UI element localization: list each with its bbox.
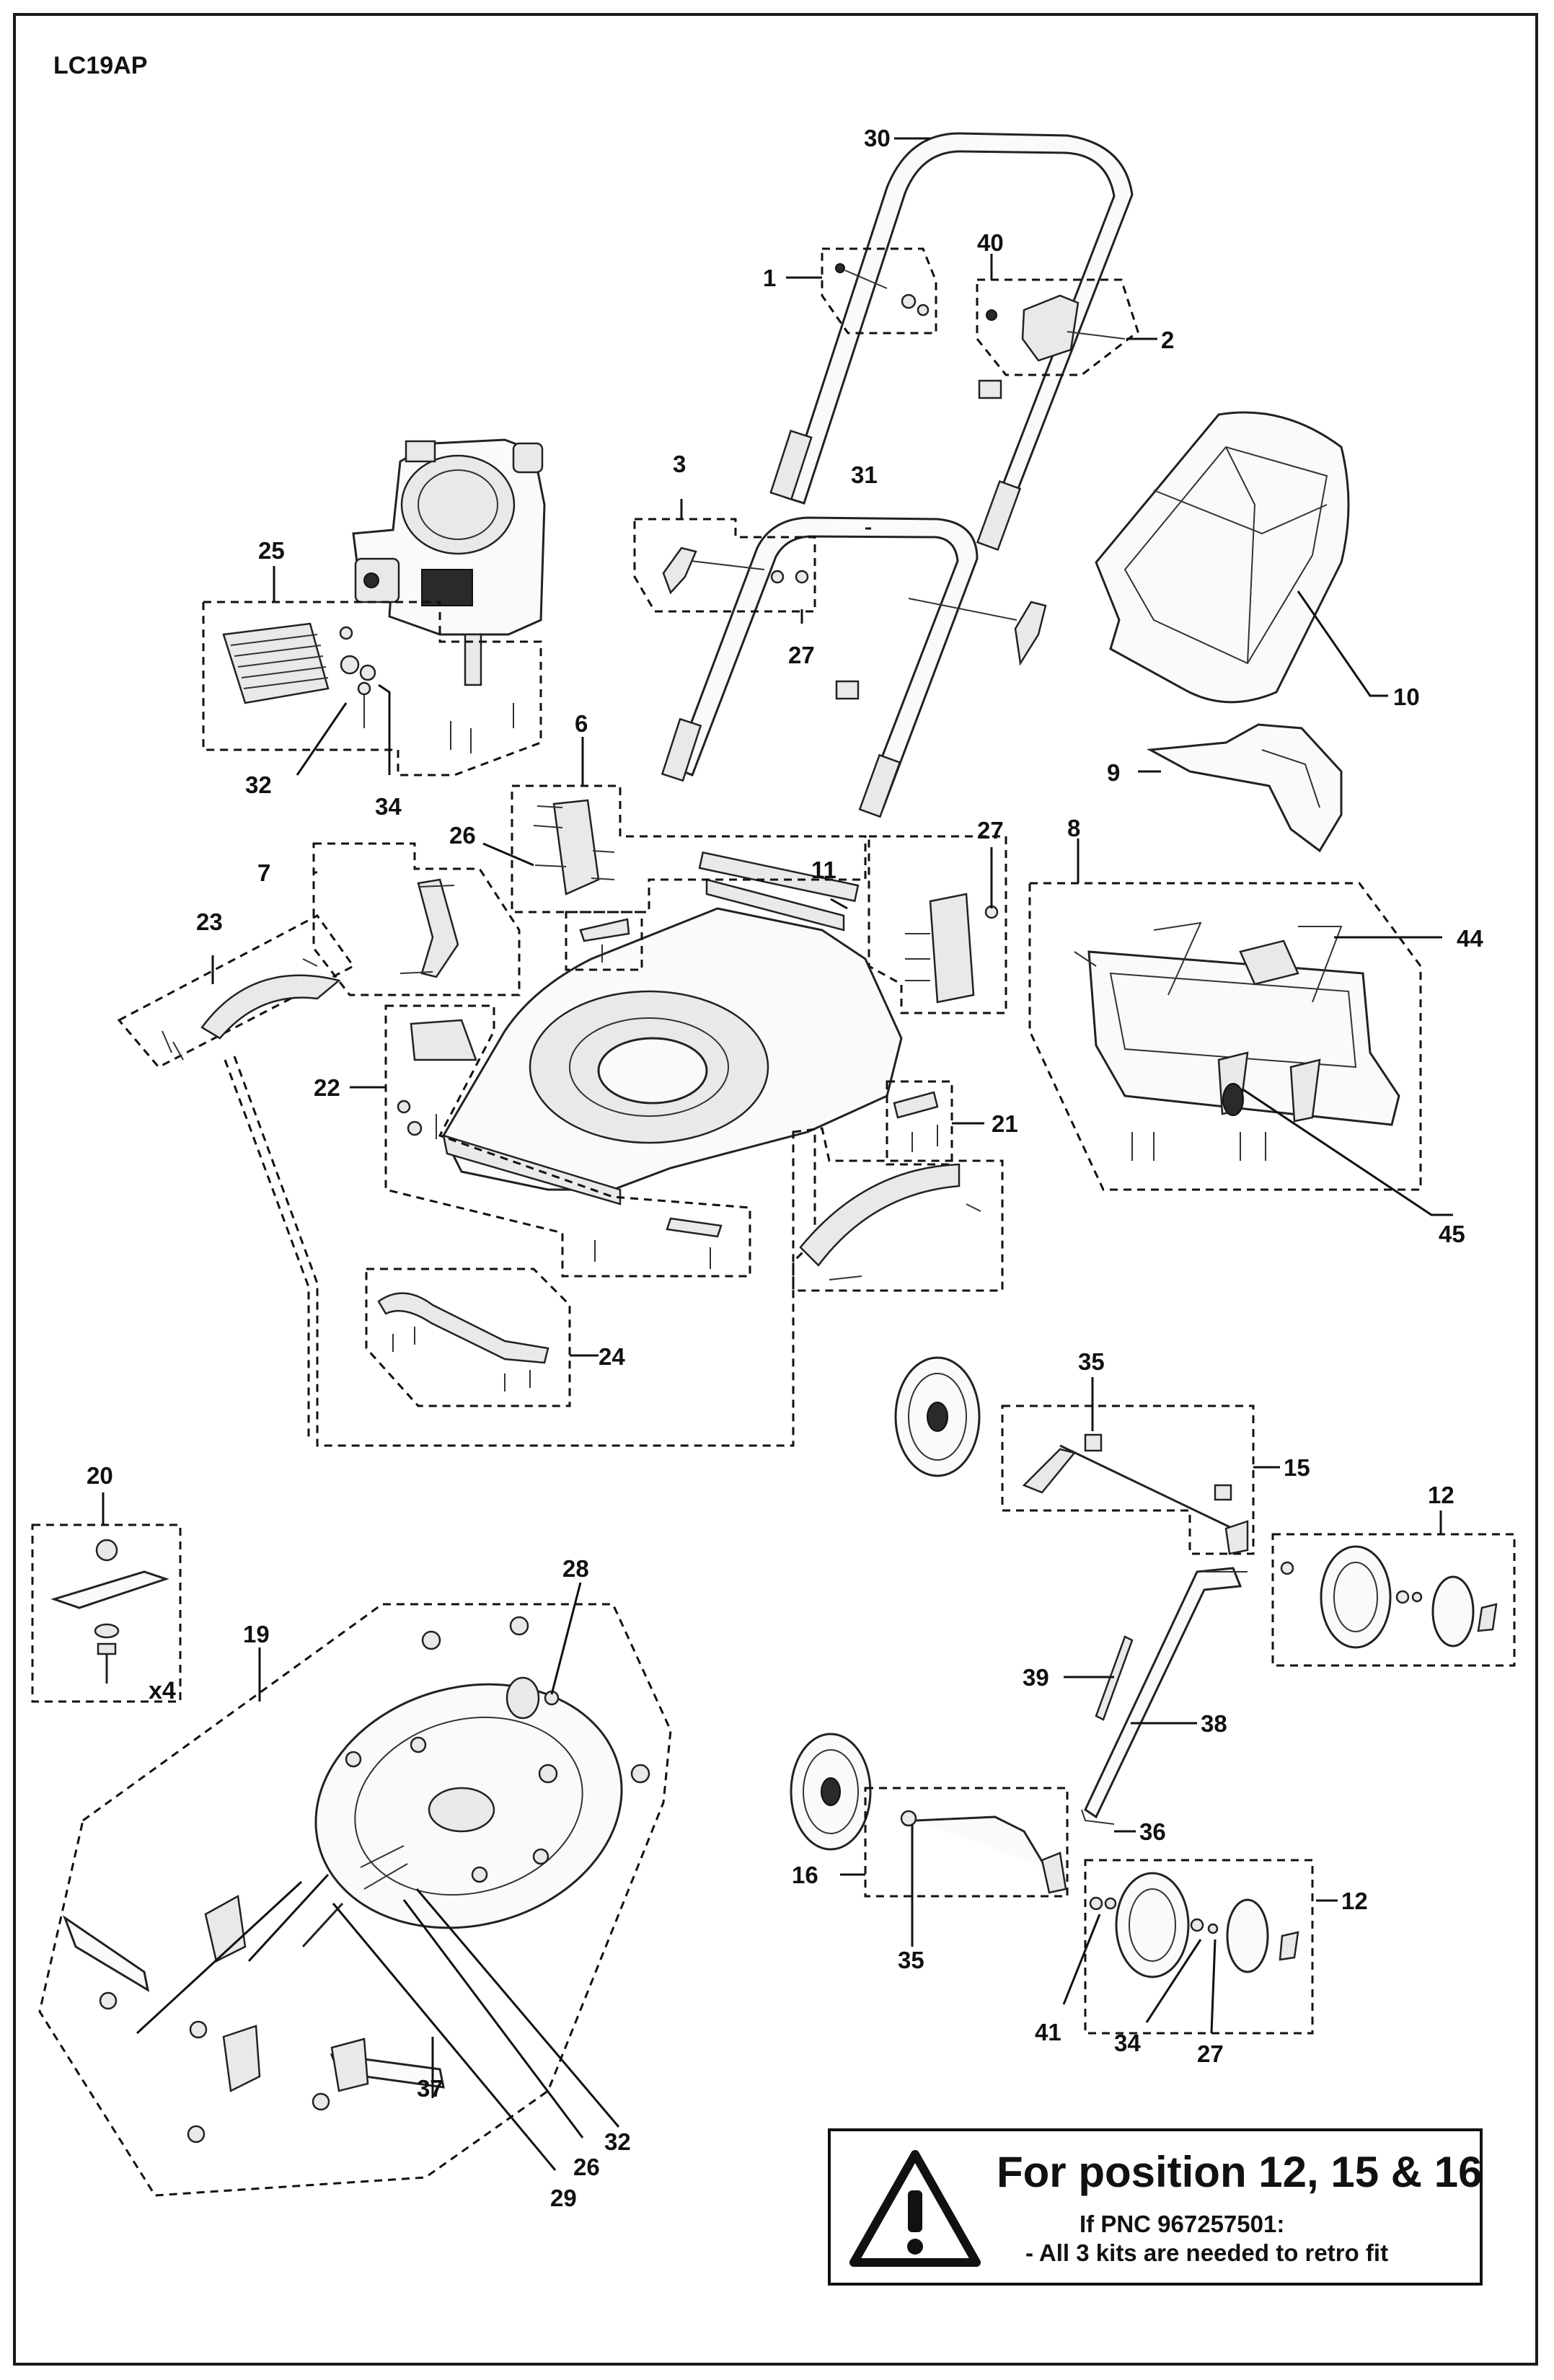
small-bracket-kit	[565, 911, 643, 971]
side-bracket-kit-27	[867, 835, 1007, 1014]
leader-lines	[102, 137, 1453, 2171]
notice-line-1: If PNC 967257501:	[1080, 2211, 1285, 2237]
handle-knob-part-3	[633, 518, 1047, 700]
callout-19: 19	[243, 1621, 270, 1647]
callout-23: 23	[196, 908, 223, 935]
rear-wheel-kit-part-12a	[1271, 1533, 1516, 1667]
callout-25: 25	[258, 537, 285, 564]
callout-32b: 32	[604, 2128, 631, 2155]
callout-34b: 34	[1114, 2030, 1141, 2056]
side-rail-dash-route	[224, 1056, 816, 1447]
model-label: LC19AP	[53, 52, 148, 79]
callout-26b: 26	[573, 2154, 600, 2180]
callout-8: 8	[1067, 815, 1080, 841]
callout-11: 11	[811, 857, 836, 883]
rear-wheel-kit-part-12b	[1084, 1859, 1314, 2035]
callout-3: 3	[673, 451, 686, 477]
callout-38: 38	[1201, 1710, 1227, 1737]
callout-9: 9	[1107, 759, 1120, 786]
callout-35b: 35	[898, 1947, 924, 1973]
callout-41: 41	[1035, 2019, 1061, 2045]
callout-34: 34	[375, 793, 402, 820]
blade-kit-part-20	[31, 1523, 182, 1703]
warning-triangle-icon	[849, 2150, 981, 2267]
callout-37: 37	[417, 2075, 443, 2102]
retrofit-notice-box: For position 12, 15 & 16 If PNC 96725750…	[828, 2128, 1483, 2286]
callout-21: 21	[992, 1110, 1018, 1137]
notice-title: For position 12, 15 & 16	[997, 2148, 1483, 2196]
rear-flap-kit-part-22	[384, 1004, 751, 1278]
callout-10: 10	[1393, 684, 1420, 710]
drawing-frame	[13, 13, 1538, 2366]
handle-knob-part-1	[821, 247, 937, 335]
callout-29: 29	[550, 2185, 577, 2211]
callout-40: 40	[977, 229, 1004, 256]
engine-part	[352, 438, 546, 686]
callout-2: 2	[1161, 327, 1174, 353]
callout-24: 24	[599, 1343, 625, 1370]
callout-16: 16	[792, 1862, 818, 1888]
deck-bracket-kit-part-6	[511, 784, 867, 913]
callout-30: 30	[864, 125, 891, 151]
height-lever-part	[1081, 1567, 1248, 1825]
callout-36: 36	[1139, 1818, 1166, 1845]
callout-15: 15	[1284, 1454, 1310, 1481]
callout-31: 31	[851, 461, 878, 488]
front-wheel-part	[790, 1356, 981, 1851]
callout-7: 7	[257, 859, 270, 886]
callout-6: 6	[575, 710, 588, 737]
callout-39: 39	[1023, 1664, 1049, 1691]
engine-mount-kit-part	[202, 601, 542, 777]
callout-26: 26	[449, 822, 476, 849]
rear-axle-kit-part-16	[864, 1787, 1069, 1898]
callout-28: 28	[562, 1555, 589, 1582]
rear-flap-part	[1146, 723, 1343, 853]
rear-rail-kit-part-23	[117, 914, 356, 1069]
callout-27b: 27	[977, 817, 1004, 844]
blade-disc-kit-part-19	[38, 1603, 672, 2197]
callout-1: 1	[763, 265, 776, 291]
callout-32: 32	[245, 771, 272, 798]
callout-35: 35	[1078, 1348, 1105, 1375]
callout-45: 45	[1439, 1221, 1465, 1247]
callout-44: 44	[1457, 925, 1483, 952]
callout-20: 20	[87, 1462, 113, 1489]
front-axle-kit-part-15	[1001, 1404, 1255, 1555]
callout-22: 22	[314, 1074, 340, 1101]
rear-handle-kit-part-24	[365, 1268, 571, 1407]
callout-labels: 30 1 40 2 3 31 27 10 9 8 44 45 25 32 34 …	[87, 125, 1483, 2211]
lower-handle-part	[661, 516, 979, 818]
side-bracket-part-21	[886, 1080, 953, 1166]
blade-quantity-note: x4	[149, 1677, 176, 1704]
callout-27: 27	[788, 642, 815, 668]
grass-catcher-part	[1095, 411, 1350, 704]
throttle-control-part	[976, 278, 1139, 399]
callout-27c: 27	[1197, 2040, 1224, 2067]
deck-side-kit-part-7	[312, 842, 521, 996]
front-rail-kit	[792, 1127, 1004, 1292]
rear-flap-assembly-part	[1028, 882, 1422, 1191]
upper-handle-part	[769, 132, 1134, 552]
notice-line-2: - All 3 kits are needed to retro fit	[1025, 2239, 1389, 2266]
callout-12: 12	[1428, 1482, 1454, 1508]
callout-12b: 12	[1341, 1888, 1368, 1914]
